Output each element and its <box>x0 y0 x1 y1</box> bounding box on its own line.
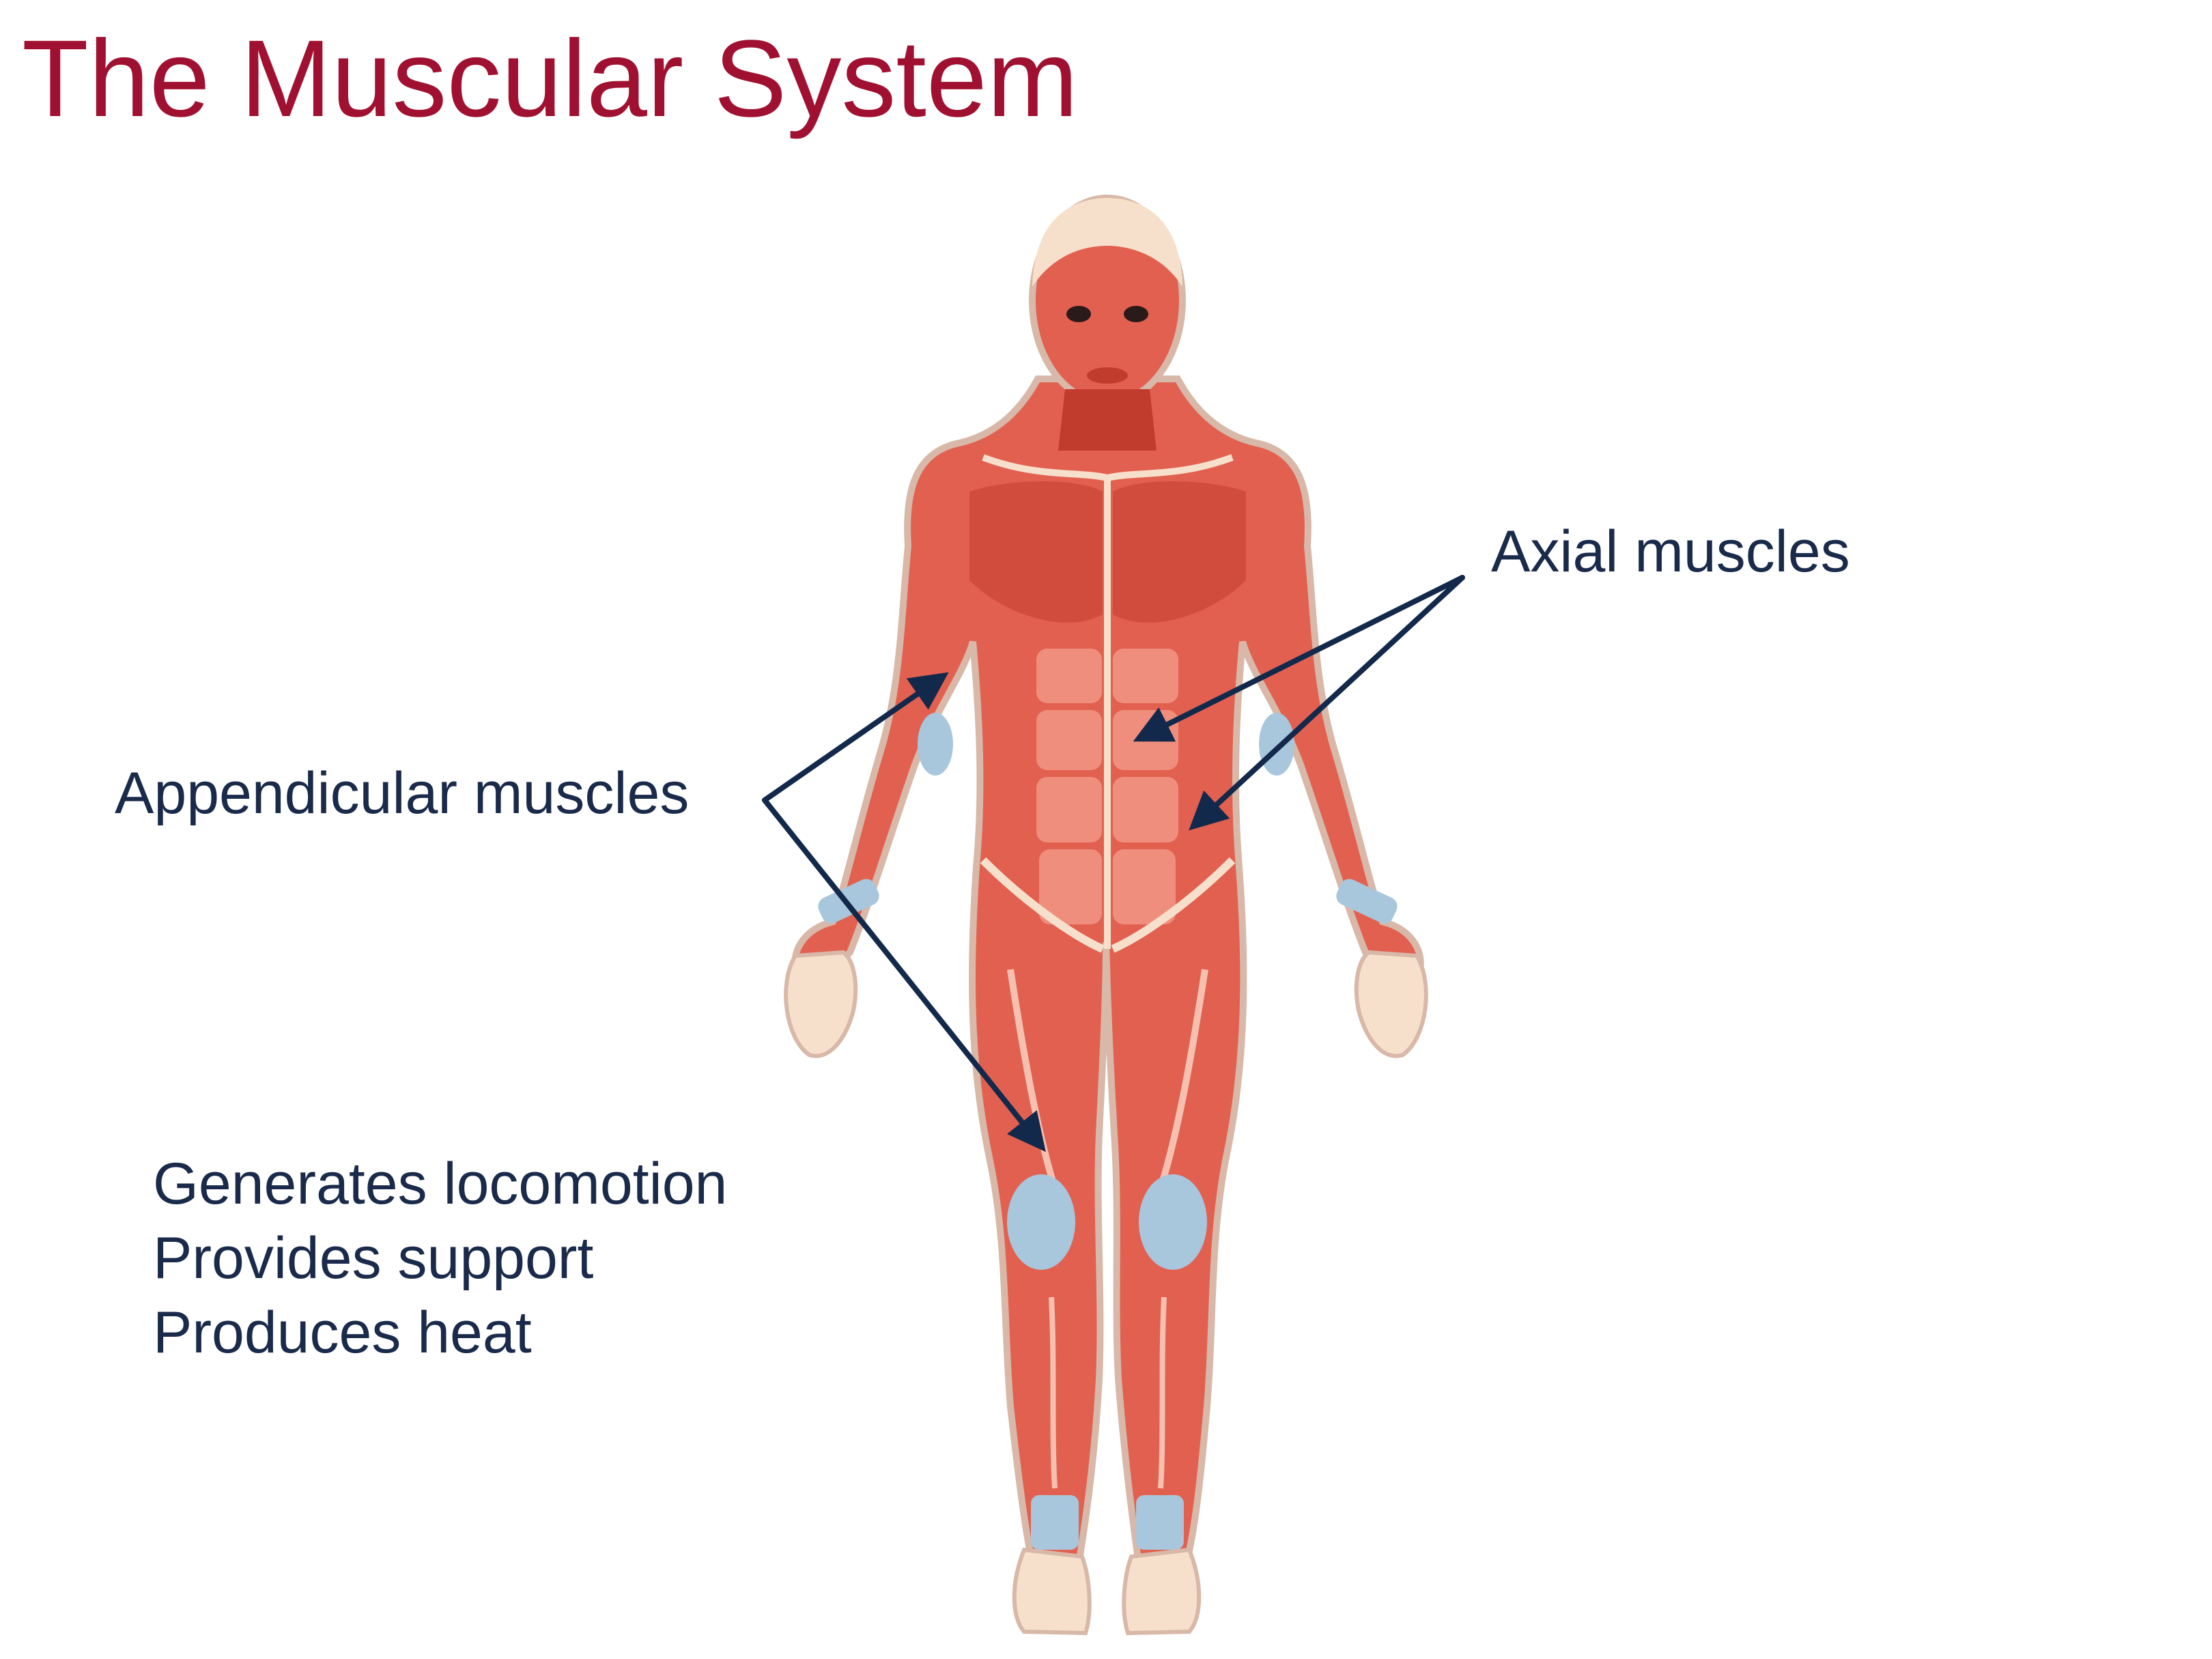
right-eye <box>1124 306 1148 322</box>
abdominals <box>1036 649 1178 924</box>
tendons <box>818 713 1398 1550</box>
label-appendicular-muscles: Appendicular muscles <box>115 761 690 826</box>
slide-title: The Muscular System <box>22 17 1079 139</box>
label-axial-muscles: Axial muscles <box>1491 519 1850 584</box>
left-foot <box>1012 1547 1092 1636</box>
human-muscle-figure <box>784 195 1428 1636</box>
inguinal-lines <box>980 857 1236 953</box>
thigh-right-shade <box>1157 969 1208 1189</box>
mouth <box>1087 367 1128 384</box>
shin-right-shade <box>1158 1296 1167 1489</box>
thigh-left-shade <box>1007 969 1058 1189</box>
function-item: Provides support <box>153 1225 594 1291</box>
annotation-arrows <box>762 575 1465 1152</box>
appendicular-arrow-leg <box>762 797 1046 1152</box>
scalp <box>1032 198 1182 287</box>
axial-arrow-oblique <box>1189 575 1465 831</box>
left-eye <box>1066 306 1091 322</box>
shin-left-shade <box>1049 1296 1058 1489</box>
right-foot <box>1122 1547 1202 1636</box>
functions-list: Generates locomotion Provides support Pr… <box>153 1147 727 1370</box>
function-item: Produces heat <box>153 1300 532 1365</box>
right-hand <box>1354 950 1428 1058</box>
neck <box>1058 389 1157 451</box>
pectoral-right <box>1113 481 1246 623</box>
left-hand <box>784 950 858 1058</box>
appendicular-arrow-arm <box>762 672 949 803</box>
axial-arrow-abdomen <box>1133 575 1465 742</box>
function-item: Generates locomotion <box>153 1151 728 1217</box>
pectoral-left <box>969 481 1103 623</box>
